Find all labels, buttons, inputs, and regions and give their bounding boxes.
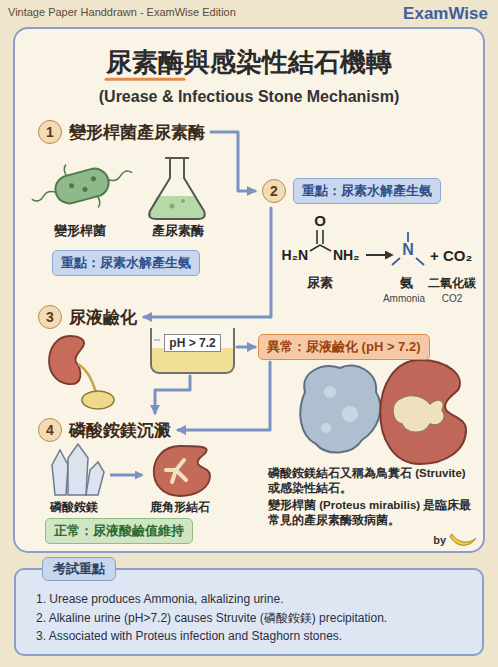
label: 磷酸銨鎂 (50, 500, 98, 515)
step-title: 重點：尿素水解產生氨 (293, 178, 441, 204)
step-title: 尿液鹼化 (69, 306, 137, 329)
label: Ammonia (383, 293, 425, 306)
label: + CO₂ (430, 247, 472, 266)
step-heading: 3 尿液鹼化 (34, 303, 141, 331)
struvite-stone (300, 365, 380, 452)
node-text: 正常：尿液酸鹼值維持 (54, 523, 184, 538)
label: by (433, 534, 446, 548)
label: NH₂ (333, 247, 359, 265)
reaction-arrow (366, 254, 392, 256)
exam-point: 3. Associated with Proteus infection and… (36, 627, 468, 646)
exam-point: 1. Urease produces Ammonia, alkalizing u… (36, 590, 468, 609)
ammonia-bonds (392, 232, 424, 265)
flask-icon (148, 158, 205, 219)
label: N (402, 240, 414, 260)
flow-arrow (211, 132, 255, 191)
label: H₂N (282, 247, 308, 265)
title-underline (106, 78, 184, 81)
flow-arrow (155, 376, 190, 413)
key-point-band: 異常：尿液鹼化 (pH > 7.2) (258, 334, 430, 360)
step-heading: 1 變形桿菌產尿素酶 (34, 118, 209, 146)
label: 尿素 (307, 275, 333, 291)
label: 磷酸銨鎂結石又稱為鳥糞石 (Struvite) 或感染性結石。 (268, 466, 480, 496)
step-number: 4 (38, 418, 62, 442)
label: O (314, 212, 326, 231)
node-text: 重點：尿素水解產生氨 (61, 255, 191, 270)
label: (Urease & Infectious Stone Mechanism) (99, 87, 400, 107)
staghorn-kidney-icon (154, 446, 210, 496)
bacteria-icon (25, 148, 138, 223)
panel-heading: 考試重點 (42, 557, 116, 581)
node-text: pH > 7.2 (164, 334, 220, 352)
step-title: 變形桿菌產尿素酶 (69, 121, 205, 144)
label: 二氧化碳 (428, 276, 476, 291)
step-title: 磷酸銨鎂沉澱 (69, 419, 171, 442)
key-point-band: 重點：尿素水解產生氨 (52, 250, 200, 276)
step-number: 1 (38, 120, 62, 144)
label: 產尿素酶 (152, 223, 204, 239)
kidney-with-stone (380, 360, 466, 464)
label: 鹿角形結石 (150, 500, 210, 515)
step-heading: 2 重點：尿素水解產生氨 (258, 176, 445, 206)
node-text: 異常：尿液鹼化 (pH > 7.2) (267, 339, 421, 354)
flow-arrow (237, 346, 255, 349)
crystal-icon (52, 444, 104, 495)
label: 變形桿菌 (54, 223, 106, 239)
label: 氨 (400, 275, 413, 291)
crystal-arrow (110, 474, 142, 477)
step-number: 3 (38, 305, 62, 329)
beaker: pH > 7.2 (150, 328, 235, 374)
step-heading: 4 磷酸銨鎂沉澱 (34, 416, 175, 444)
label: CO2 (442, 293, 463, 306)
label: ExamWise (403, 3, 488, 24)
label: Vintage Paper Handdrawn - ExamWise Editi… (8, 6, 236, 20)
title: 尿素酶與感染性結石機轉 (106, 46, 392, 79)
banana-icon (450, 534, 476, 545)
exam-points-panel: 考試重點1. Urease produces Ammonia, alkalizi… (14, 568, 484, 656)
kidney-bladder-icon (49, 336, 114, 409)
label: 變形桿菌 (Proteus mirabilis) 是臨床最常見的產尿素酶致病菌。 (268, 498, 480, 528)
urea-bonds (310, 230, 331, 251)
card (14, 28, 484, 552)
exam-point: 2. Alkaline urine (pH>7.2) causes Struvi… (36, 609, 468, 628)
step-number: 2 (262, 179, 286, 203)
key-point-band: 正常：尿液酸鹼值維持 (45, 518, 193, 544)
